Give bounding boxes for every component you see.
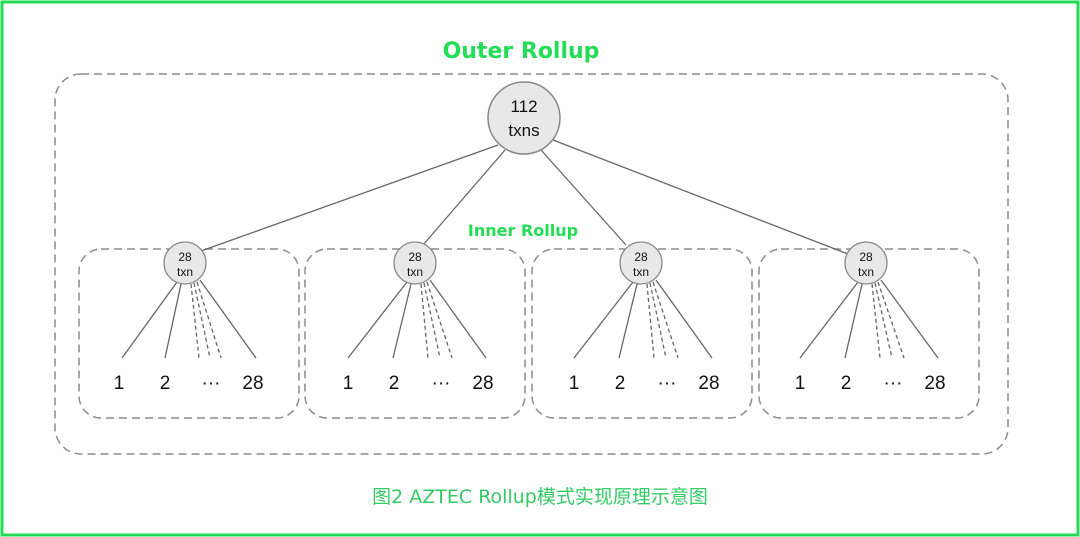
leaf-ellipsis: ··· <box>884 373 903 394</box>
leaf-label: 2 <box>160 373 171 394</box>
inner-node-count: 28 <box>859 250 873 264</box>
inner-node-count: 28 <box>408 250 422 264</box>
inner-node <box>844 241 888 285</box>
outer-rollup-title: Outer Rollup <box>443 39 600 64</box>
inner-node <box>393 241 437 285</box>
root-edge <box>552 139 849 255</box>
leaf-label: 1 <box>795 373 806 394</box>
leaf-label: 28 <box>698 373 719 394</box>
leaf-label: 1 <box>114 373 125 394</box>
leaf-ellipsis: ··· <box>202 373 221 394</box>
inner-node-unit: txn <box>177 265 193 279</box>
root-node <box>487 81 561 155</box>
leaf-label: 28 <box>472 373 493 394</box>
leaf-label: 28 <box>924 373 945 394</box>
leaf-edges-group-4 <box>799 279 939 359</box>
leaf-label: 28 <box>242 373 263 394</box>
root-node-unit: txns <box>508 121 539 140</box>
leaf-label: 2 <box>389 373 400 394</box>
inner-rollup-box <box>78 248 300 419</box>
inner-rollup-box <box>758 248 980 419</box>
leaf-label: 2 <box>841 373 852 394</box>
root-edge <box>540 149 627 246</box>
leaf-ellipsis: ··· <box>658 373 677 394</box>
root-edge <box>200 144 499 252</box>
inner-node-count: 28 <box>178 250 192 264</box>
leaf-label: 2 <box>615 373 626 394</box>
leaf-label: 1 <box>569 373 580 394</box>
root-edge <box>422 149 506 246</box>
leaf-label: 1 <box>343 373 354 394</box>
figure-caption: 图2 AZTEC Rollup模式实现原理示意图 <box>372 486 708 508</box>
inner-rollup-box <box>304 248 526 419</box>
inner-node-unit: txn <box>858 265 874 279</box>
leaf-ellipsis: ··· <box>432 373 451 394</box>
leaf-edges-group-3 <box>573 279 713 359</box>
inner-node <box>163 241 207 285</box>
inner-node-unit: txn <box>633 265 649 279</box>
inner-node <box>619 241 663 285</box>
inner-rollup-box <box>531 248 753 419</box>
root-node-count: 112 <box>510 97 537 116</box>
leaf-edges-group-1 <box>121 279 257 359</box>
leaf-edges-group-2 <box>347 279 487 359</box>
inner-rollup-title: Inner Rollup <box>468 221 578 240</box>
inner-node-count: 28 <box>634 250 648 264</box>
outer-rollup-box <box>54 73 1009 455</box>
inner-node-unit: txn <box>407 265 423 279</box>
